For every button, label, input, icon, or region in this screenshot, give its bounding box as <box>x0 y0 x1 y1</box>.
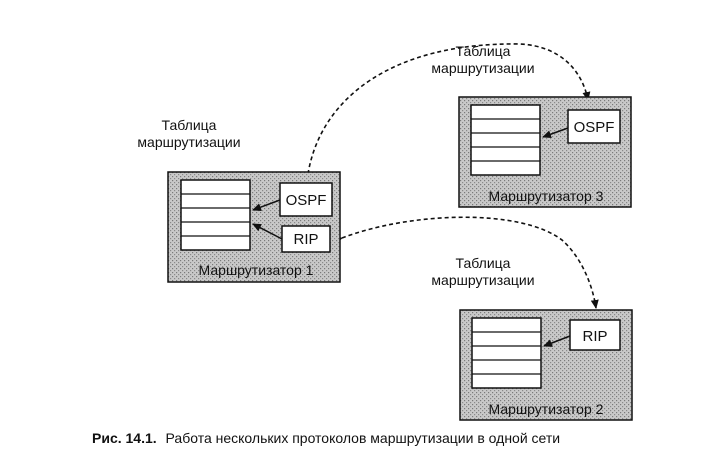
svg-text:RIP: RIP <box>582 328 607 345</box>
svg-text:Таблица: Таблица <box>162 117 217 133</box>
svg-text:маршрутизации: маршрутизации <box>431 272 534 288</box>
figure-caption-text: Работа нескольких протоколов маршрутизац… <box>166 430 561 446</box>
svg-text:OSPF: OSPF <box>574 119 615 136</box>
router-2: RIP Маршрутизатор 2 <box>459 309 633 421</box>
router-3: OSPF Маршрутизатор 3 <box>458 96 632 208</box>
routing-table <box>180 179 251 251</box>
svg-text:маршрутизации: маршрутизации <box>137 134 240 150</box>
protocol-box-rip: RIP <box>281 225 331 253</box>
router-3-name: Маршрутизатор 3 <box>489 188 604 204</box>
router-2-name: Маршрутизатор 2 <box>489 401 604 417</box>
svg-text:маршрутизации: маршрутизации <box>431 60 534 76</box>
svg-text:Таблица: Таблица <box>456 43 511 59</box>
svg-text:RIP: RIP <box>293 231 318 248</box>
routing-table-label-router-3: Таблица маршрутизации <box>431 43 534 76</box>
protocol-box-ospf: OSPF <box>279 182 333 217</box>
routing-table <box>470 104 541 176</box>
routing-table <box>471 317 542 389</box>
protocol-box-rip: RIP <box>569 319 621 351</box>
figure-caption: Рис. 14.1. Работа нескольких протоколов … <box>92 430 560 446</box>
svg-text:OSPF: OSPF <box>286 192 327 209</box>
ospf-exchange-link <box>302 43 591 183</box>
figure-caption-prefix: Рис. 14.1. <box>92 430 157 446</box>
router-1: OSPF RIP Маршрутизатор 1 <box>167 171 341 283</box>
routing-table-label-router-2: Таблица маршрутизации <box>431 255 534 288</box>
svg-text:Таблица: Таблица <box>456 255 511 271</box>
rip-exchange-link <box>333 216 599 309</box>
routing-table-label-router-1: Таблица маршрутизации <box>137 117 240 150</box>
router-1-name: Маршрутизатор 1 <box>199 262 314 278</box>
protocol-box-ospf: OSPF <box>567 109 621 144</box>
